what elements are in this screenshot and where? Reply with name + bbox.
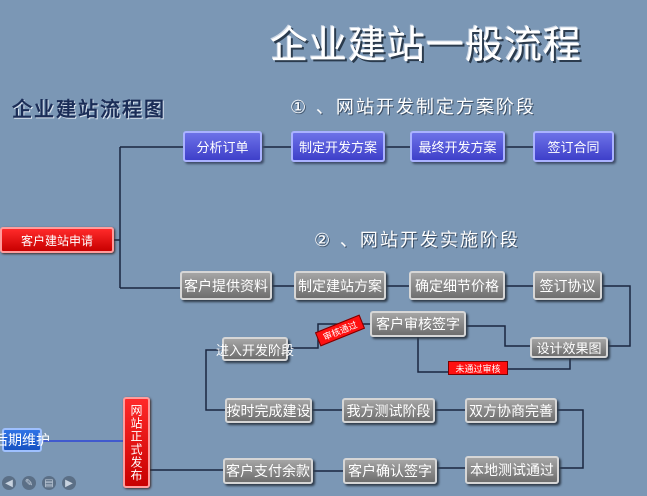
phase-2-label: ② 、网站开发实施阶段 <box>314 230 520 251</box>
node-start: 客户建站申请 <box>0 227 114 253</box>
node-enter-dev: 进入开发阶段 <box>216 337 294 361</box>
node-official-release: 网站正式发布 <box>123 397 150 488</box>
node-client-review: 客户审核签字 <box>370 311 466 337</box>
menu-icon[interactable]: ▤ <box>42 476 56 490</box>
node-on-time-build: 按时完成建设 <box>225 398 312 423</box>
node-pricing: 确定细节价格 <box>409 271 505 300</box>
node-sign-contract: 签订合同 <box>533 131 614 162</box>
node-analyze-order: 分析订单 <box>183 131 262 162</box>
phase-1-label: ① 、网站开发制定方案阶段 <box>290 97 536 118</box>
back-icon[interactable]: ◀ <box>2 476 16 490</box>
node-negotiate: 双方协商完善 <box>465 398 557 423</box>
node-sign-agreement: 签订协议 <box>533 271 602 300</box>
page-title: 企业建站一般流程 <box>270 23 583 67</box>
node-site-plan: 制定建站方案 <box>294 271 386 300</box>
forward-icon[interactable]: ▶ <box>62 476 76 490</box>
node-client-confirm: 客户确认签字 <box>343 458 437 484</box>
tag-review-fail: 未通过审核 <box>448 361 508 375</box>
node-local-test-pass: 本地测试通过 <box>465 456 559 484</box>
pen-icon[interactable]: ✎ <box>22 476 36 490</box>
node-draft-plan: 制定开发方案 <box>291 131 385 162</box>
node-design-mockup: 设计效果图 <box>530 337 608 358</box>
node-provide-materials: 客户提供资料 <box>180 271 272 300</box>
slideshow-toolbar: ◀ ✎ ▤ ▶ <box>2 476 76 490</box>
node-pay-balance: 客户支付余款 <box>223 458 313 484</box>
chart-subtitle: 企业建站流程图 <box>12 97 166 121</box>
node-final-plan: 最终开发方案 <box>410 131 505 162</box>
node-maintenance: 后期维护 <box>0 428 50 452</box>
node-our-testing: 我方测试阶段 <box>342 398 435 423</box>
